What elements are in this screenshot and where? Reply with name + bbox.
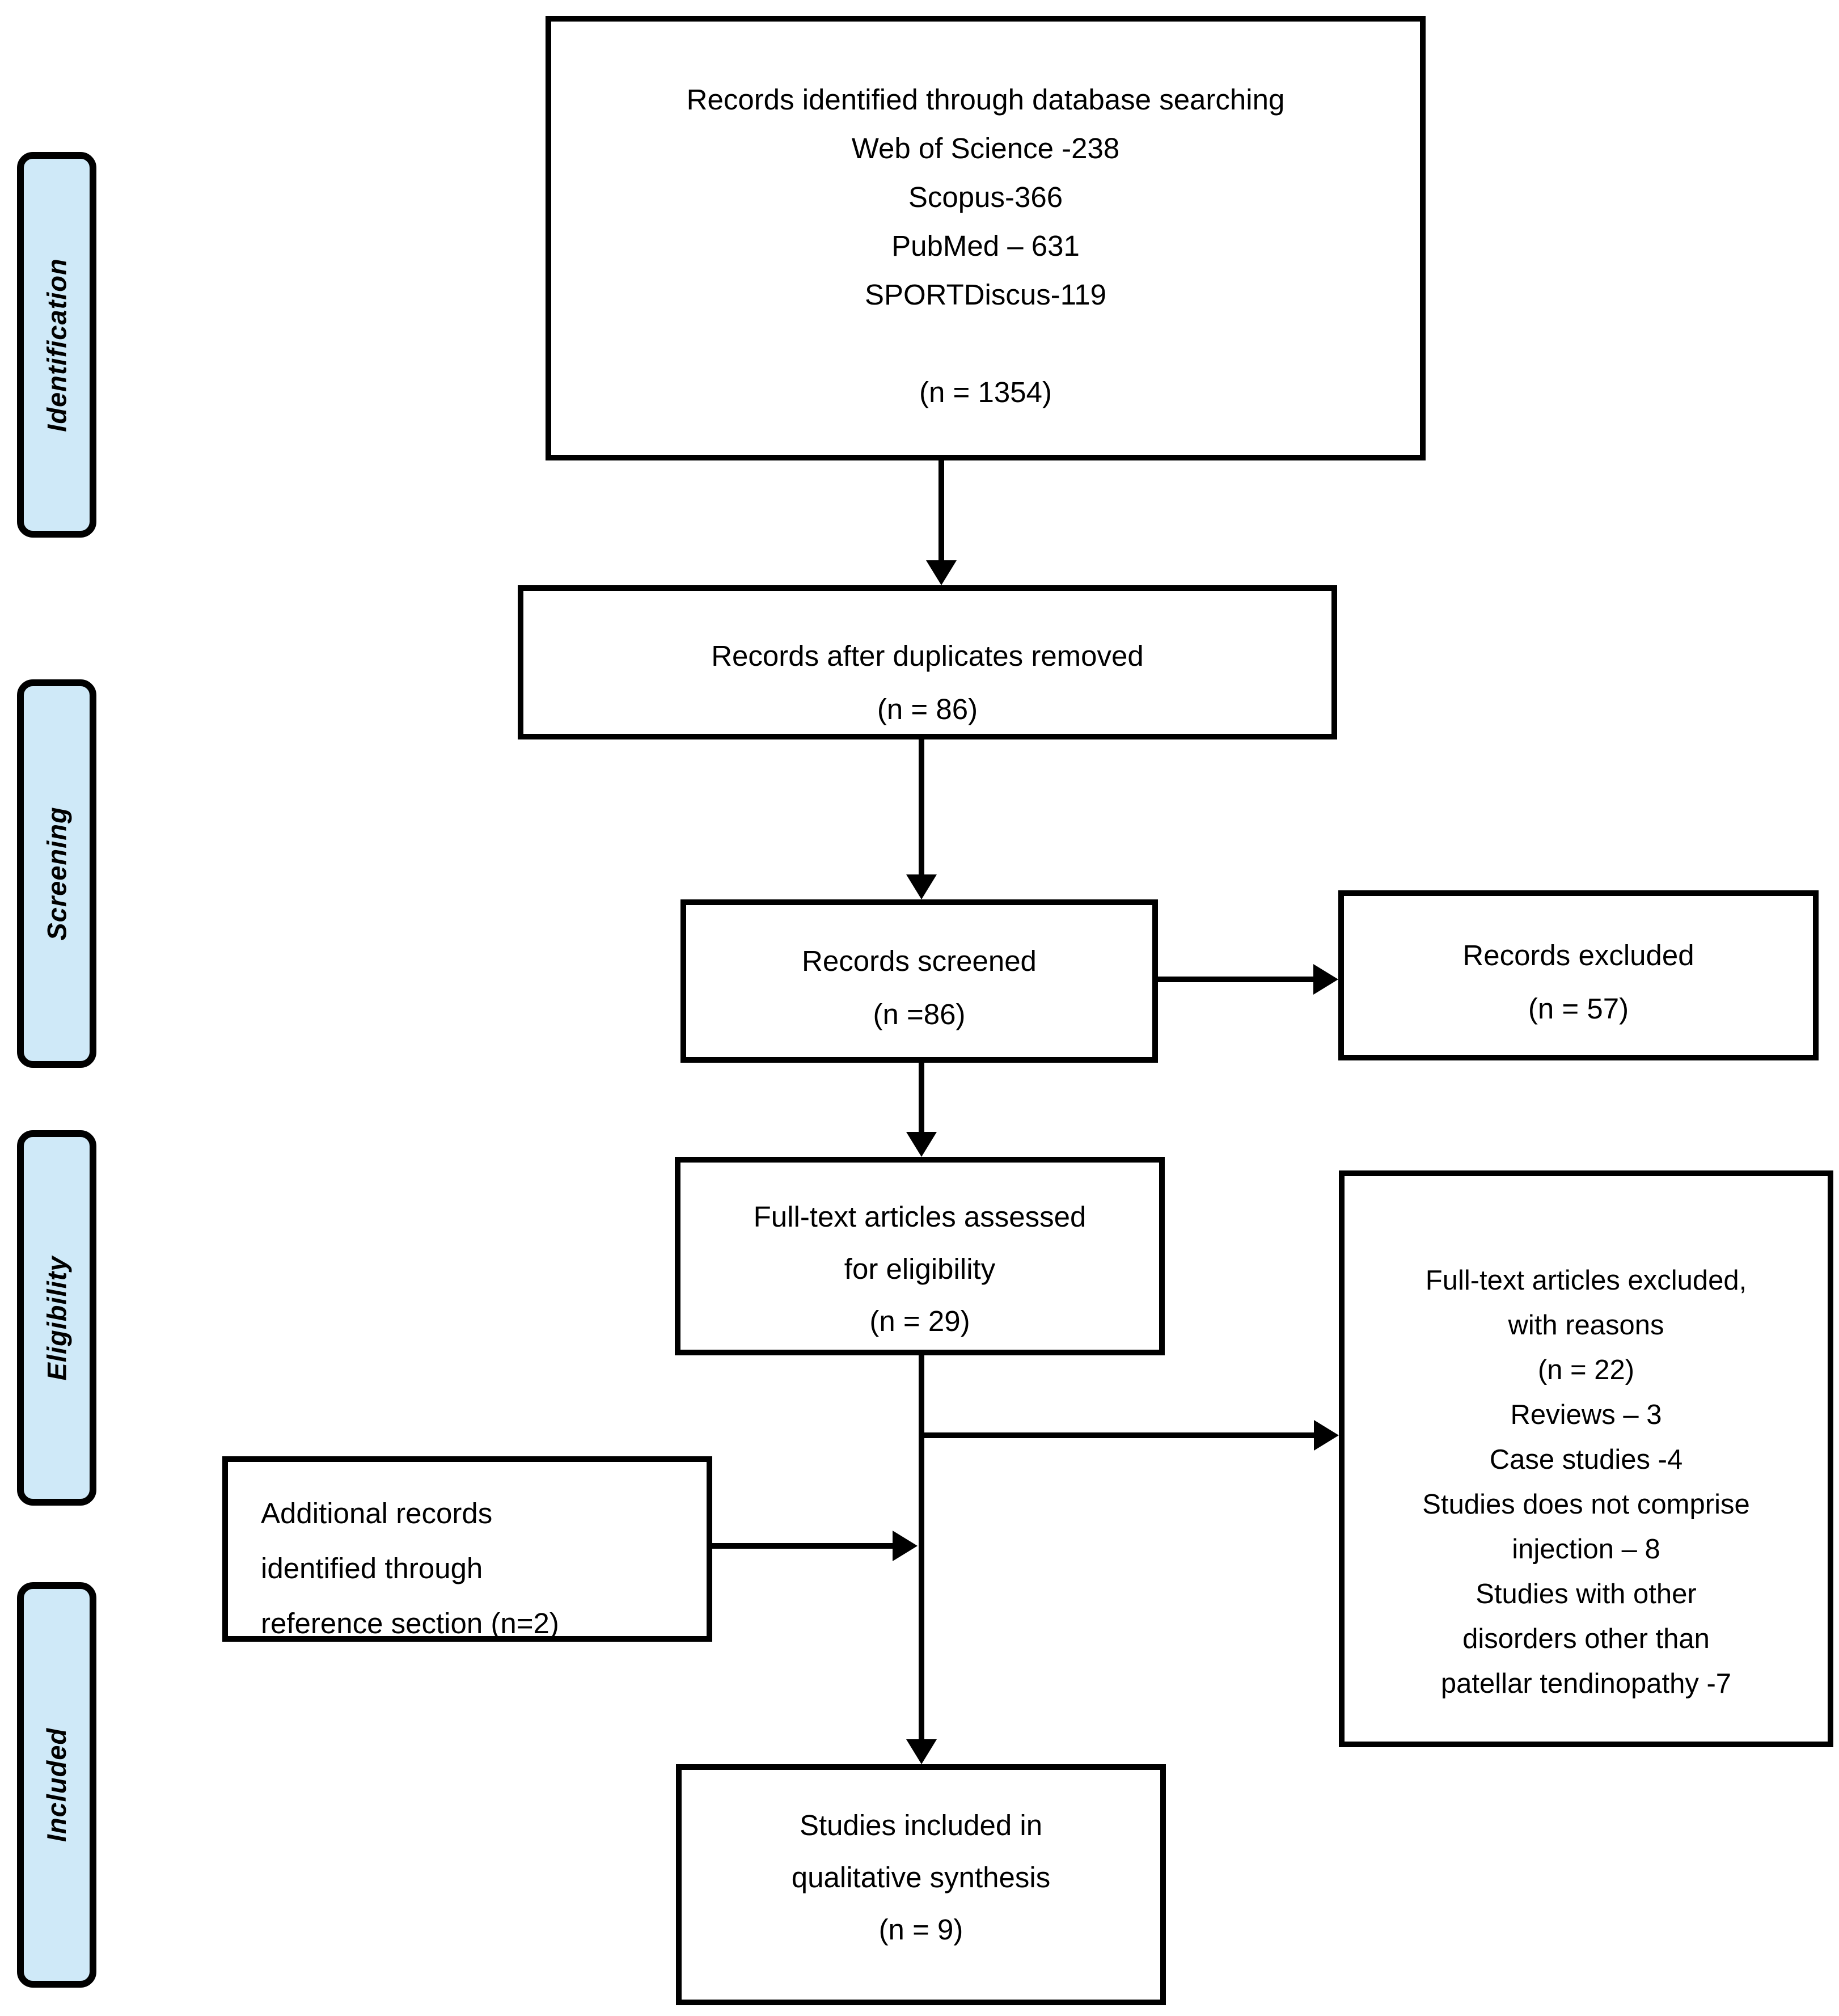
box-additional-records: Additional records identified through refe… (222, 1456, 712, 1642)
text-line: Scopus-366 (908, 181, 1063, 213)
connector-additional-to-main-flow (709, 1543, 895, 1549)
arrowhead-right-icon (1313, 964, 1338, 995)
text-line: (n = 9) (878, 1913, 963, 1946)
text-line: for eligibility (844, 1253, 996, 1285)
arrowhead-down-icon (906, 1132, 937, 1157)
text-line: (n =86) (873, 998, 966, 1030)
text-line: injection – 8 (1512, 1534, 1660, 1565)
connector-fulltext-to-fulltext-excluded (919, 1432, 1316, 1438)
box-duplicates-removed: Records after duplicates removed (n = 86) (518, 585, 1337, 739)
stage-label-text: Identification (41, 257, 72, 432)
text-line: PubMed – 631 (891, 230, 1080, 262)
stage-label-eligibility: Eligibility (17, 1130, 96, 1506)
box-records-excluded: Records excluded (n = 57) (1338, 890, 1819, 1060)
text-line: with reasons (1508, 1310, 1664, 1341)
text-line: identified through (261, 1552, 483, 1584)
stage-label-screening: Screening (17, 679, 96, 1068)
text-line: Records identified through database sear… (686, 83, 1285, 116)
box-studies-included: Studies included in qualitative synthesis… (676, 1764, 1166, 2005)
stage-label-identification: Identification (17, 152, 96, 538)
text-line: (n = 57) (1528, 992, 1629, 1025)
stage-label-text: Screening (41, 806, 72, 941)
stage-label-included: Included (17, 1582, 96, 1988)
connector-fulltext-to-included (919, 1353, 924, 1744)
connector-duplicates-to-screened (919, 737, 924, 878)
arrowhead-down-icon (926, 560, 957, 585)
arrowhead-down-icon (906, 1739, 937, 1764)
text-line: Records excluded (1462, 939, 1694, 971)
connector-identified-to-duplicates (938, 458, 944, 563)
text-line: Studies with other (1476, 1579, 1697, 1609)
text-line: Studies does not comprise (1422, 1489, 1750, 1520)
arrowhead-right-icon (1314, 1420, 1339, 1451)
text-line: (n = 29) (869, 1305, 970, 1337)
text-line: reference section (n=2) (261, 1607, 559, 1639)
text-line: Reviews – 3 (1510, 1400, 1662, 1430)
text-line: qualitative synthesis (791, 1861, 1051, 1894)
text-line: (n = 1354) (919, 376, 1052, 408)
text-line: Records after duplicates removed (711, 640, 1144, 672)
text-line: Full-text articles excluded, (1425, 1265, 1747, 1296)
text-line: Records screened (802, 945, 1037, 977)
text-line: (n = 86) (877, 693, 978, 725)
text-line: patellar tendinopathy -7 (1440, 1668, 1732, 1699)
text-line: Additional records (261, 1497, 493, 1529)
text-line: Studies included in (799, 1809, 1043, 1841)
text-line: SPORTDiscus-119 (864, 278, 1107, 311)
arrowhead-right-icon (893, 1531, 918, 1561)
text-line: Web of Science -238 (851, 132, 1120, 164)
text-line (551, 319, 1420, 368)
box-fulltext-assessed: Full-text articles assessed for eligibili… (675, 1157, 1165, 1355)
connector-screened-to-fulltext (919, 1060, 924, 1135)
text-line: disorders other than (1462, 1624, 1710, 1654)
box-fulltext-excluded: Full-text articles excluded, with reasons… (1339, 1170, 1833, 1747)
stage-label-text: Included (41, 1727, 72, 1842)
arrowhead-down-icon (906, 874, 937, 899)
box-records-identified: Records identified through database sear… (546, 16, 1426, 460)
text-line: Case studies -4 (1489, 1444, 1683, 1475)
box-records-screened: Records screened (n =86) (680, 899, 1158, 1063)
stage-label-text: Eligibility (41, 1256, 72, 1380)
text-line: (n = 22) (1537, 1355, 1635, 1385)
text-line: Full-text articles assessed (753, 1201, 1087, 1233)
connector-screened-to-excluded (1157, 977, 1317, 982)
